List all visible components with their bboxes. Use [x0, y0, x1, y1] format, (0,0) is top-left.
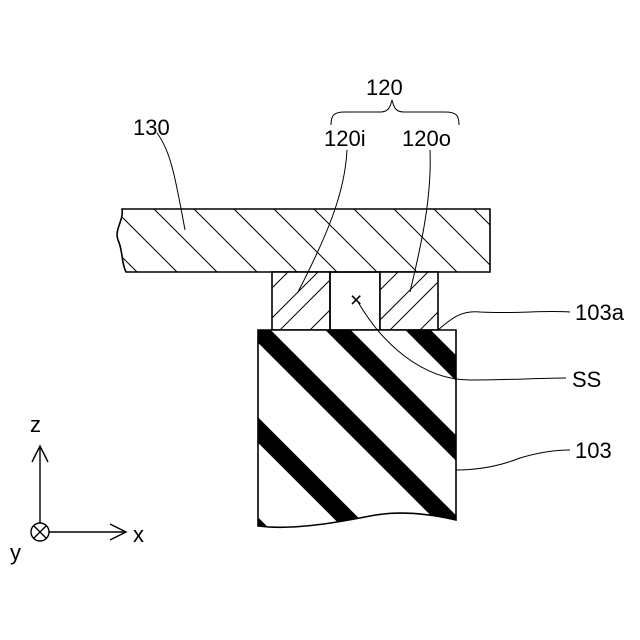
axis-label-x: x: [133, 522, 144, 547]
block-103: [160, 320, 630, 640]
label-120i: 120i: [324, 126, 366, 151]
leader-103: [456, 450, 570, 470]
label-103a: 103a: [575, 300, 625, 325]
space-ss: ×: [330, 272, 380, 330]
label-130: 130: [133, 115, 170, 140]
plate-130: [55, 190, 545, 280]
axis-label-z: z: [30, 412, 41, 437]
label-120: 120: [366, 75, 403, 100]
label-ss: SS: [572, 367, 601, 392]
label-103: 103: [575, 438, 612, 463]
brace-120: [331, 100, 459, 125]
ss-marker: ×: [350, 289, 362, 312]
axis-label-y: y: [10, 540, 21, 565]
coordinate-axes: z x y: [10, 412, 144, 565]
leader-103a: [438, 311, 570, 330]
label-120o: 120o: [402, 126, 451, 151]
